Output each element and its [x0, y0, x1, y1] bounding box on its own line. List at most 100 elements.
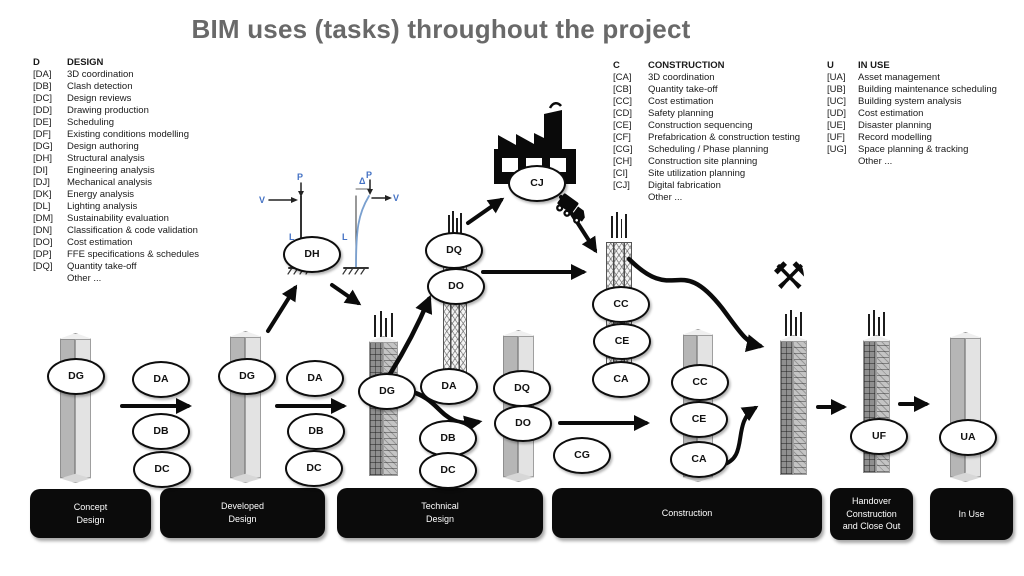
legend-item-label: Mechanical analysis [67, 177, 153, 188]
legend-item-label: Building system analysis [858, 96, 962, 107]
legend-item-code: [UB] [827, 84, 846, 95]
arrow-cj-to-column [559, 195, 598, 254]
legend-item-code: [DG] [33, 141, 53, 152]
legend-item: [UD] Cost estimation [827, 108, 997, 120]
legend-item-label: Sustainability evaluation [67, 213, 169, 224]
legend-item-label: Building maintenance scheduling [858, 84, 997, 95]
legend-item: [UF] Record modelling [827, 132, 997, 144]
legend-title: CONSTRUCTION [648, 60, 725, 71]
legend-item-code: [DL] [33, 201, 51, 212]
legend-item-code: [DH] [33, 153, 52, 164]
node-da: DA [132, 360, 190, 398]
legend-item-label: Other ... [648, 192, 683, 203]
node-dq: DQ [425, 231, 483, 269]
legend-item-code: [CD] [613, 108, 632, 119]
legend-code: D [33, 57, 40, 68]
legend-item-code: [CB] [613, 84, 632, 95]
legend-item-code: [CF] [613, 132, 631, 143]
node-dc: DC [133, 450, 191, 488]
column-handover-rebar [863, 310, 890, 478]
legend-item-code: [DF] [33, 129, 51, 140]
legend-item: [CI] Site utilization planning [613, 168, 800, 180]
rebar-bars [374, 311, 393, 337]
legend-item-label: Design authoring [67, 141, 139, 152]
page-title: BIM uses (tasks) throughout the project [191, 14, 691, 44]
legend-item: [DA] 3D coordination [33, 69, 199, 81]
smoke-icon [548, 102, 562, 109]
legend-item: [UB] Building maintenance scheduling [827, 84, 997, 96]
legend-item-label: 3D coordination [648, 72, 715, 83]
legend-item-code: [DD] [33, 105, 52, 116]
length-l-label: L [342, 232, 348, 242]
legend-item-label: FFE specifications & schedules [67, 249, 200, 260]
column-top-face [950, 332, 981, 343]
node-do: DO [427, 267, 485, 305]
column-right-face [792, 341, 807, 475]
legend-item-label: Quantity take-off [648, 84, 718, 95]
column-left-face [950, 338, 965, 477]
legend-item-label: Clash detection [67, 81, 133, 92]
legend-item: [CG] Scheduling / Phase planning [613, 144, 800, 156]
legend-item: [CJ] Digital fabrication [613, 180, 800, 192]
legend-item-label: Lighting analysis [67, 201, 138, 212]
legend-item: [UC] Building system analysis [827, 96, 997, 108]
legend-item: [DJ] Mechanical analysis [33, 177, 199, 189]
legend-item-code: [DP] [33, 249, 52, 260]
legend-item: [DP] FFE specifications & schedules [33, 249, 199, 261]
legend-item: [DG] Design authoring [33, 141, 199, 153]
load-p-label: P [366, 170, 372, 180]
phase-technical-design: Technical Design [337, 488, 543, 538]
column-top-face [780, 335, 807, 346]
column-left-face [780, 341, 793, 475]
legend-item-label: Construction sequencing [648, 120, 753, 131]
legend-item-code: [CG] [613, 144, 633, 155]
legend-items: [DA] 3D coordination [DB] Clash detectio… [33, 69, 199, 285]
column-top-face [60, 333, 91, 344]
legend-item: [UA] Asset management [827, 72, 997, 84]
legend-title: IN USE [858, 60, 890, 71]
legend-item-label: Other ... [858, 156, 893, 167]
legend-item-code: [DA] [33, 69, 52, 80]
node-cj: CJ [508, 164, 566, 202]
legend-item-code: [DE] [33, 117, 52, 128]
node-dq: DQ [493, 369, 551, 407]
legend-item-label: Other ... [67, 273, 102, 284]
phase-in-use: In Use [930, 488, 1013, 540]
load-p-label: P [297, 172, 303, 182]
column-bottom-face [60, 473, 91, 483]
column-top-face [230, 331, 261, 342]
legend-item: [UE] Disaster planning [827, 120, 997, 132]
legend-item: [CH] Construction site planning [613, 156, 800, 168]
legend-item-label: Structural analysis [67, 153, 145, 164]
legend-item-label: Energy analysis [67, 189, 135, 200]
column-built-rebar [780, 310, 807, 480]
legend-item-label: Cost estimation [858, 108, 924, 119]
legend-item-code [33, 273, 67, 285]
delta-label: Δ [359, 176, 366, 186]
legend-item: [DD] Drawing production [33, 105, 199, 117]
rebar-bars [611, 212, 627, 238]
legend-item-label: 3D coordination [67, 69, 134, 80]
legend-item-code [613, 192, 648, 204]
legend-item: [DC] Design reviews [33, 93, 199, 105]
phase-concept-design: Concept Design [30, 489, 151, 538]
legend-item-code: [CA] [613, 72, 632, 83]
legend-item-code: [CE] [613, 120, 632, 131]
node-dc: DC [285, 449, 343, 487]
column-bottom-face [230, 473, 261, 483]
legend-item-label: Design reviews [67, 93, 132, 104]
truck-icon [556, 193, 585, 224]
legend-item-code: [DO] [33, 237, 53, 248]
legend-item-code: [UF] [827, 132, 845, 143]
node-db: DB [132, 412, 190, 450]
rebar-bars [868, 310, 885, 336]
column-top-face [863, 335, 890, 346]
legend-item: [CF] Prefabrication & construction testi… [613, 132, 800, 144]
node-ua: UA [939, 418, 997, 456]
legend-item-code: [UD] [827, 108, 846, 119]
phase-construction: Construction [552, 488, 822, 538]
column-bottom-face [950, 472, 981, 482]
legend-item-code: [CI] [613, 168, 628, 179]
ground-hatch [342, 267, 366, 275]
